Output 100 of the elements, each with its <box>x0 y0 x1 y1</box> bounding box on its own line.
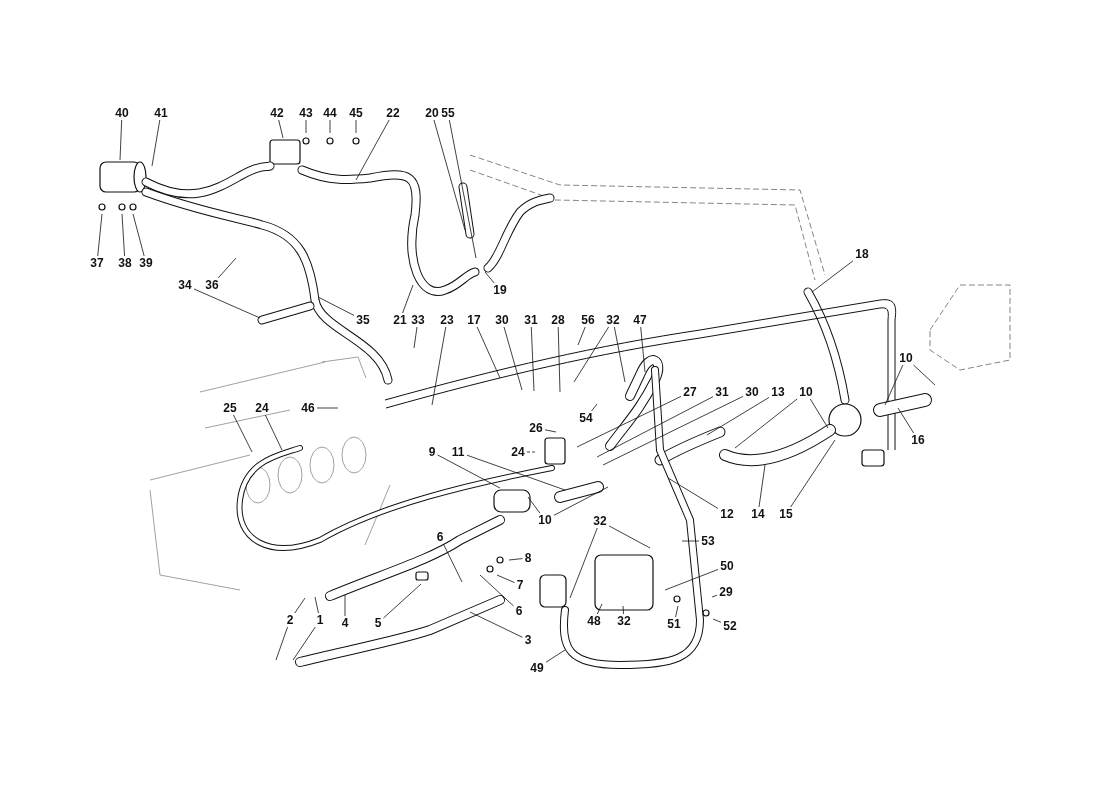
leader-line <box>484 271 495 284</box>
callout-number: 2 <box>285 613 295 627</box>
leader-line <box>553 486 609 516</box>
callout-number: 1 <box>315 613 325 627</box>
callout-number: 28 <box>550 313 566 327</box>
leader-line <box>608 525 651 549</box>
callout-number: 6 <box>435 530 445 544</box>
leader-line <box>544 429 557 433</box>
leader-line <box>314 596 319 614</box>
leader-line <box>913 364 936 386</box>
leader-line <box>355 119 357 134</box>
leader-line <box>596 396 714 458</box>
callout-number: 12 <box>719 507 735 521</box>
leader-line <box>119 119 123 161</box>
callout-number: 32 <box>616 614 632 628</box>
callout-number: 47 <box>632 313 648 327</box>
callout-number: 20 <box>424 106 440 120</box>
leader-line <box>613 326 626 383</box>
leader-line <box>576 396 682 448</box>
leader-line <box>596 603 603 615</box>
leader-line <box>233 414 253 453</box>
leader-line <box>591 403 598 412</box>
leader-line <box>602 396 744 466</box>
leader-line <box>811 260 854 293</box>
leader-line <box>573 326 609 383</box>
callout-number: 23 <box>439 313 455 327</box>
callout-number: 21 <box>392 313 408 327</box>
leader-line <box>466 454 566 491</box>
leader-line <box>292 626 316 661</box>
callout-number: 5 <box>373 616 383 630</box>
callout-number: 32 <box>592 514 608 528</box>
leader-line <box>711 594 718 598</box>
callout-number: 14 <box>750 507 766 521</box>
callout-number: 6 <box>514 604 524 618</box>
leader-line <box>431 326 447 406</box>
leader-line <box>264 414 283 451</box>
callout-number: 34 <box>177 278 193 292</box>
leader-line <box>479 574 514 607</box>
callout-number: 30 <box>494 313 510 327</box>
callout-number: 40 <box>114 106 130 120</box>
leader-line <box>121 213 125 257</box>
leader-line <box>569 527 598 599</box>
callout-number: 10 <box>898 351 914 365</box>
callout-number: 48 <box>586 614 602 628</box>
leader-line <box>897 407 915 434</box>
callout-number: 52 <box>722 619 738 633</box>
callout-number: 17 <box>466 313 482 327</box>
leader-line <box>706 397 770 436</box>
leader-line <box>316 407 339 409</box>
leader-line <box>640 326 646 373</box>
callout-number: 49 <box>529 661 545 675</box>
callout-number: 35 <box>355 313 371 327</box>
callout-number: 18 <box>854 247 870 261</box>
leader-line <box>355 119 390 181</box>
callout-number: 13 <box>770 385 786 399</box>
callout-number: 33 <box>410 313 426 327</box>
leader-line <box>413 326 418 349</box>
leader-line <box>790 439 836 508</box>
callout-number: 39 <box>138 256 154 270</box>
callout-number: 51 <box>666 617 682 631</box>
callout-number: 55 <box>440 106 456 120</box>
leader-line <box>526 451 536 453</box>
callout-number: 10 <box>537 513 553 527</box>
leader-line <box>217 257 237 279</box>
callout-number: 27 <box>682 385 698 399</box>
callout-number: 8 <box>523 551 533 565</box>
leader-line <box>278 119 284 139</box>
callout-number: 29 <box>718 585 734 599</box>
leader-line <box>508 558 523 561</box>
callout-number: 26 <box>528 421 544 435</box>
callout-number: 10 <box>798 385 814 399</box>
leader-line <box>344 594 346 617</box>
leader-line <box>275 626 288 661</box>
leader-line <box>545 649 566 663</box>
leader-line <box>305 119 307 134</box>
leader-line <box>443 543 463 583</box>
leader-line <box>577 326 586 346</box>
callout-number: 25 <box>222 401 238 415</box>
callout-number: 31 <box>714 385 730 399</box>
leader-line <box>667 477 719 509</box>
callout-number: 37 <box>89 256 105 270</box>
leader-line <box>448 119 477 259</box>
callout-number: 41 <box>153 106 169 120</box>
leader-line <box>809 398 829 429</box>
callout-number: 36 <box>204 278 220 292</box>
callout-number: 43 <box>298 106 314 120</box>
callout-number: 42 <box>269 106 285 120</box>
leader-line <box>317 296 355 316</box>
leader-line <box>151 119 161 167</box>
leader-line <box>527 496 541 514</box>
leader-line <box>433 119 466 231</box>
callout-number: 38 <box>117 256 133 270</box>
leader-line <box>734 398 798 449</box>
callout-number: 24 <box>510 445 526 459</box>
leader-line <box>496 574 515 583</box>
callout-number: 7 <box>515 578 525 592</box>
callout-number: 22 <box>385 106 401 120</box>
callout-number: 15 <box>778 507 794 521</box>
leader-line <box>97 213 103 257</box>
callout-number: 4 <box>340 616 350 630</box>
